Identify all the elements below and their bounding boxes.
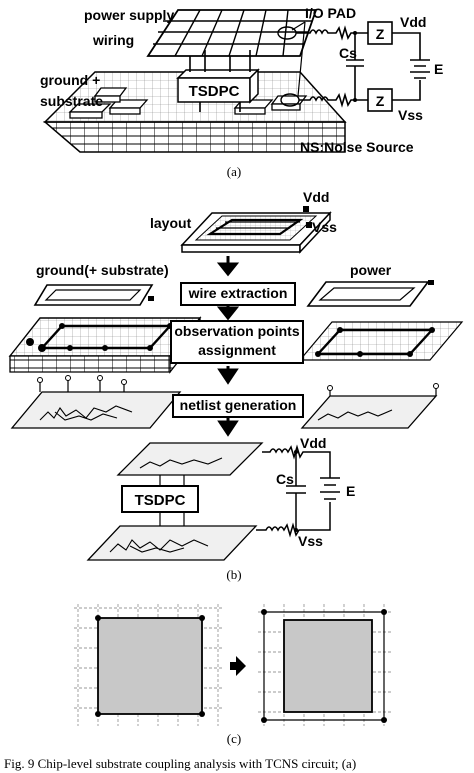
- ns-label: NS:Noise Source: [300, 139, 414, 155]
- step-1-label: wire extraction: [188, 285, 288, 301]
- figure-caption: Fig. 9 Chip-level substrate coupling ana…: [4, 756, 356, 771]
- panel-a: TSDPC Z Z power supply wiring I/O PAD gr…: [40, 5, 443, 155]
- vdd-wire-b: [262, 444, 331, 478]
- power-wire-extract: [306, 280, 434, 307]
- step-wire-extraction: wire extraction: [180, 282, 296, 306]
- flow-arrow-4: [217, 418, 239, 437]
- tsdpc-label-a: TSDPC: [189, 83, 240, 100]
- e-label-a: E: [434, 61, 443, 77]
- power-supply-label-1: power supply: [84, 7, 174, 23]
- cs-cap-b: [286, 452, 306, 530]
- sub-caption-b: (b): [226, 567, 241, 582]
- ground-substrate-mesh: [8, 316, 202, 374]
- step-3-label: netlist generation: [179, 397, 297, 413]
- vss2-label-b: Vss: [298, 533, 323, 549]
- z-bottom-label: Z: [376, 93, 385, 109]
- tsdpc-label-b: TSDPC: [135, 492, 186, 509]
- power-netlist-plane: [300, 383, 439, 429]
- power-mesh: [298, 321, 464, 361]
- panel-b: layout Vdd Vss ground(+ substrate) power: [8, 189, 464, 561]
- step-netlist-generation: netlist generation: [172, 394, 304, 418]
- vss-label-b: Vss: [312, 219, 337, 235]
- cs-label-b: Cs: [276, 471, 294, 487]
- z-box-top: [367, 21, 393, 45]
- io-pad-label: I/O PAD: [305, 5, 356, 21]
- z-box-bottom: [367, 88, 393, 112]
- vdd-label-a: Vdd: [400, 14, 426, 30]
- step-observation-points: observation points assignment: [170, 320, 304, 364]
- final-power-plane: [116, 442, 264, 486]
- layout-label: layout: [150, 215, 192, 231]
- battery-e-a: [410, 59, 430, 79]
- power-label-b: power: [350, 262, 392, 278]
- sub-caption-c: (c): [227, 731, 241, 746]
- flow-arrow-2: [216, 306, 240, 321]
- cs-cap-a: [346, 33, 364, 100]
- step-2-label-2: assignment: [198, 342, 276, 358]
- ground-label-2: substrate: [40, 93, 103, 109]
- power-supply-label-2: wiring: [92, 32, 134, 48]
- ground-label-b: ground(+ substrate): [36, 262, 169, 278]
- flow-arrow-1: [216, 256, 240, 277]
- tsdpc-block-b: [121, 485, 199, 513]
- vss-wire-a: [299, 80, 421, 108]
- vss-label-a: Vss: [398, 107, 423, 123]
- vdd2-label-b: Vdd: [300, 435, 326, 451]
- io-pad-pointer: [291, 21, 306, 97]
- vss-wire-b: [256, 502, 331, 538]
- via-connectors: [189, 50, 251, 112]
- ground-blocks: [68, 87, 308, 119]
- power-supply-grid: [146, 9, 318, 57]
- tsdpc-block-a: TSDPC: [176, 68, 260, 104]
- step-2-label-1: observation points: [174, 323, 300, 339]
- grid-after: [258, 604, 392, 726]
- grid-before: [74, 604, 222, 726]
- transform-arrow: [230, 656, 246, 676]
- vdd-wire-a: [296, 25, 421, 60]
- battery-e-b: [320, 477, 340, 500]
- e-label-b: E: [346, 483, 355, 499]
- flow-arrow-3: [217, 366, 239, 385]
- panel-c: [74, 604, 392, 726]
- ground-netlist-plane: [10, 375, 182, 429]
- ground-label-1: ground +: [40, 72, 100, 88]
- layout-chip: [180, 206, 332, 254]
- final-ground-plane: [86, 525, 258, 561]
- ground-wire-extract: [33, 284, 154, 306]
- vdd-label-b: Vdd: [303, 189, 329, 205]
- cs-label-a: Cs: [339, 45, 357, 61]
- sub-caption-a: (a): [227, 164, 241, 179]
- z-top-label: Z: [376, 26, 385, 42]
